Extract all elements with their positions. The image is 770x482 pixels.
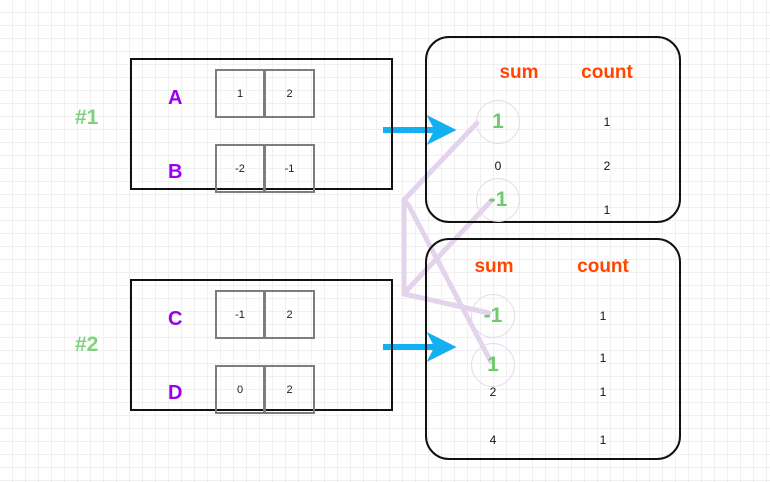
cell-pair-b: -2 -1	[215, 144, 315, 193]
aggregate-2-row-0-sum: -1	[483, 304, 503, 327]
aggregate-1-header-count: count	[581, 62, 633, 83]
cell-b-1: -1	[265, 144, 315, 193]
aggregate-1-row-0-sum: 1	[492, 110, 504, 133]
aggregate-2-row-1-sum: 1	[487, 353, 499, 376]
aggregate-1-row-2-count: 1	[603, 203, 611, 217]
aggregate-panel-1: sum count 1 1 0 2 -1 1	[425, 36, 681, 223]
aggregate-2-row-3-sum: 4	[489, 433, 497, 447]
matrix-panel-group-2: C -1 2 D 0 2	[130, 279, 393, 414]
row-label-c: C	[168, 308, 183, 330]
cell-d-0: 0	[215, 365, 265, 414]
aggregate-1-row-2-highlight-ring	[476, 178, 520, 222]
group-label-2: #2	[75, 333, 99, 356]
aggregate-2-header-sum: sum	[474, 256, 514, 277]
group-label-1: #1	[75, 106, 99, 129]
aggregate-panel-2: sum count -1 1 1 1 2 1 4 1	[425, 238, 681, 460]
aggregate-1-row-0-highlight-ring	[476, 100, 520, 144]
cell-c-0: -1	[215, 290, 265, 339]
row-label-a: A	[168, 87, 183, 109]
aggregate-2-row-1-highlight-ring	[471, 343, 515, 387]
aggregate-2-row-0-count: 1	[599, 309, 607, 323]
cell-pair-a: 1 2	[215, 69, 315, 118]
aggregate-1-row-1-count: 2	[603, 159, 611, 173]
aggregate-2-row-2-count: 1	[599, 385, 607, 399]
aggregate-1-row-2-sum: -1	[488, 188, 508, 211]
aggregate-2-row-3-count: 1	[599, 433, 607, 447]
cell-pair-d: 0 2	[215, 365, 315, 414]
aggregate-1-row-0-count: 1	[603, 115, 611, 129]
cell-pair-c: -1 2	[215, 290, 315, 339]
aggregate-2-row-0-highlight-ring	[471, 294, 515, 338]
cell-a-0: 1	[215, 69, 265, 118]
row-label-d: D	[168, 382, 183, 404]
aggregate-2-row-2-sum: 2	[489, 385, 497, 399]
aggregate-1-header-sum: sum	[499, 62, 539, 83]
cell-a-1: 2	[265, 69, 315, 118]
cell-d-1: 2	[265, 365, 315, 414]
aggregate-2-header-count: count	[577, 256, 629, 277]
aggregate-2-row-1-count: 1	[599, 351, 607, 365]
matrix-panel-group-1: A 1 2 B -2 -1	[130, 58, 393, 193]
aggregate-1-row-1-sum: 0	[494, 159, 502, 173]
cell-b-0: -2	[215, 144, 265, 193]
row-label-b: B	[168, 161, 183, 183]
cell-c-1: 2	[265, 290, 315, 339]
